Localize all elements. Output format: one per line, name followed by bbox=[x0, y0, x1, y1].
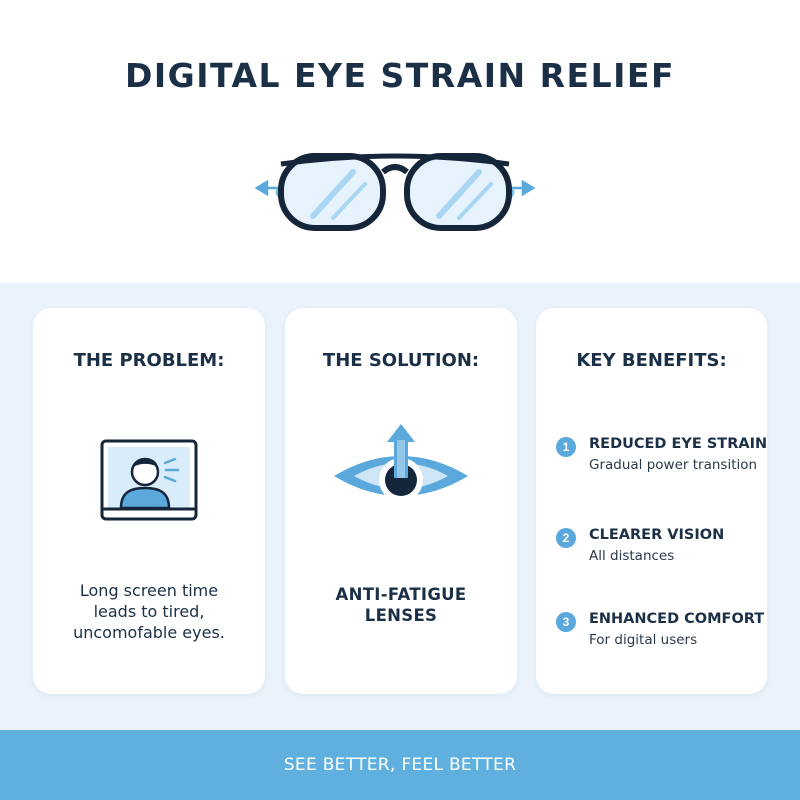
benefit-item: 3 ENHANCED COMFORT For digital users bbox=[556, 610, 766, 654]
footer-tagline: SEE BETTER, FEEL BETTER bbox=[283, 755, 517, 775]
footer-banner: SEE BETTER, FEEL BETTER bbox=[0, 730, 800, 800]
solution-line: LENSES bbox=[364, 606, 438, 625]
benefit-number-badge: 2 bbox=[556, 528, 576, 548]
problem-text: Long screen time leads to tired, uncomof… bbox=[33, 580, 265, 643]
glasses-icon bbox=[254, 153, 536, 231]
problem-line: leads to tired, bbox=[93, 602, 205, 621]
problem-line: Long screen time bbox=[79, 581, 219, 600]
eye-arrow-icon bbox=[334, 424, 468, 502]
benefit-item: 2 CLEARER VISION All distances bbox=[556, 526, 766, 570]
benefits-title: KEY BENEFITS: bbox=[576, 350, 727, 371]
solution-card: THE SOLUTION: ANTI-FATIGUE LENSES bbox=[285, 308, 517, 694]
benefit-subtitle: All distances bbox=[589, 548, 675, 564]
page-title: DIGITAL EYE STRAIN RELIEF bbox=[125, 56, 675, 95]
benefit-subtitle: For digital users bbox=[589, 632, 698, 648]
benefits-card: KEY BENEFITS: 1 REDUCED EYE STRAIN Gradu… bbox=[536, 308, 767, 694]
monitor-user-icon bbox=[100, 439, 198, 521]
problem-line: uncomofable eyes. bbox=[73, 623, 225, 642]
benefit-number-badge: 1 bbox=[556, 437, 576, 457]
solution-text: ANTI-FATIGUE LENSES bbox=[285, 584, 517, 626]
benefit-title: REDUCED EYE STRAIN bbox=[589, 436, 768, 452]
solution-title: THE SOLUTION: bbox=[322, 350, 480, 371]
benefit-title: ENHANCED COMFORT bbox=[589, 611, 765, 627]
benefit-number-badge: 3 bbox=[556, 612, 576, 632]
problem-title: THE PROBLEM: bbox=[73, 350, 225, 371]
benefit-subtitle: Gradual power transition bbox=[589, 457, 758, 473]
benefit-item: 1 REDUCED EYE STRAIN Gradual power trans… bbox=[556, 435, 768, 479]
header-section: DIGITAL EYE STRAIN RELIEF bbox=[0, 0, 800, 283]
solution-line: ANTI-FATIGUE bbox=[335, 585, 467, 604]
problem-card: THE PROBLEM: Long screen time leads to t… bbox=[33, 308, 265, 694]
benefit-title: CLEARER VISION bbox=[589, 527, 725, 543]
